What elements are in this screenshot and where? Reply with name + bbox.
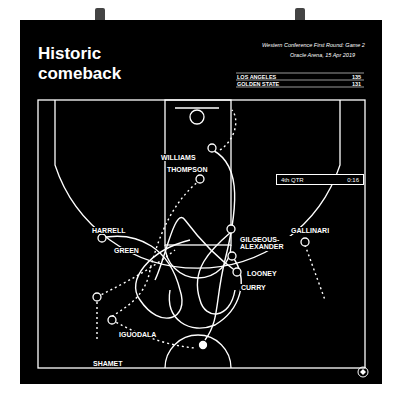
brand-logo <box>358 367 368 377</box>
player-name: SHAMET <box>92 360 124 367</box>
team-name: LOS ANGELES <box>237 74 276 80</box>
player-name: GALLINARI <box>290 227 330 234</box>
court-lines <box>38 100 365 368</box>
game-info: Western Conference First Round: Game 2 <box>262 42 365 48</box>
player-name: WILLIAMS <box>160 154 197 161</box>
player-name: GREEN <box>113 247 140 254</box>
player-name: CURRY <box>240 284 267 291</box>
player-name: LOONEY <box>246 270 278 277</box>
player-name: HARRELL <box>91 227 126 234</box>
player-name: THOMPSON <box>166 166 208 173</box>
player-name: GILGEOUS-ALEXANDER <box>239 236 293 251</box>
team-score: 135 <box>352 74 361 80</box>
binder-clip <box>95 8 105 22</box>
team-name: GOLDEN STATE <box>237 81 279 87</box>
clock-box: 4th QTR 0:16 <box>276 174 364 185</box>
venue-info: Oracle Arena, 15 Apr 2019 <box>290 52 355 58</box>
period-label: 4th QTR <box>281 177 304 183</box>
player-name: IGUODALA <box>118 331 157 338</box>
binder-clip <box>295 8 305 22</box>
table-rule <box>236 73 364 74</box>
team-score: 131 <box>352 81 361 87</box>
poster-ground <box>20 20 382 384</box>
poster-title: Historic comeback <box>38 44 138 83</box>
clock-time: 0:16 <box>347 177 359 183</box>
